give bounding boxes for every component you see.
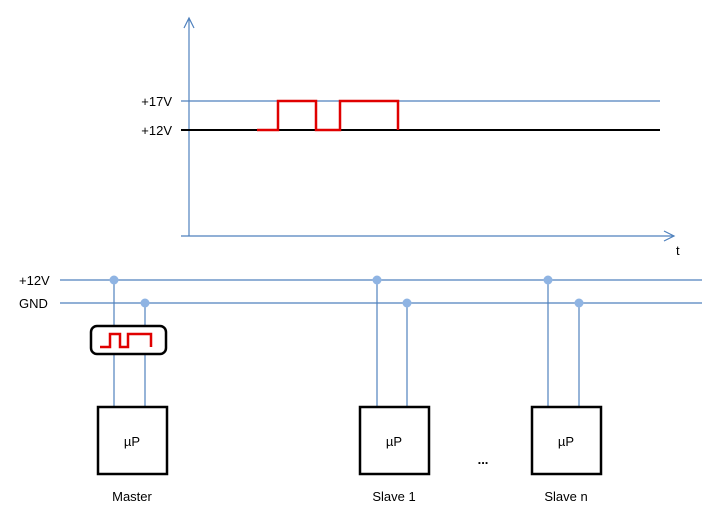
- slave-n-node: µP Slave n: [530, 275, 603, 504]
- master-node: µP Master: [89, 275, 169, 504]
- slave-n-chip-label: µP: [558, 434, 574, 449]
- master-name: Master: [112, 489, 152, 504]
- master-ground-dot: [140, 298, 150, 308]
- graph-y-axis-arrow: [183, 16, 195, 29]
- slave-1-chip-label: µP: [386, 434, 402, 449]
- bus-lines: +12V GND: [19, 273, 702, 311]
- slave-1-supply-dot: [372, 275, 382, 285]
- slave-1-node: µP Slave 1: [358, 275, 431, 504]
- slave-1-chip: [358, 405, 431, 476]
- slave-1-name: Slave 1: [372, 489, 415, 504]
- time-axis-label: t: [676, 243, 680, 258]
- level-low-label: +12V: [141, 123, 172, 138]
- level-high-label: +17V: [141, 94, 172, 109]
- master-chip: [96, 405, 169, 476]
- slave-ellipsis: ...: [478, 452, 489, 467]
- slave-n-ground-dot: [574, 298, 584, 308]
- signal-waveform: [257, 99, 400, 132]
- ground-label: GND: [19, 296, 48, 311]
- slave-1-ground-dot: [402, 298, 412, 308]
- master-chip-label: µP: [124, 434, 140, 449]
- slave-n-supply-dot: [543, 275, 553, 285]
- supply-label: +12V: [19, 273, 50, 288]
- modulator-waveform-icon: [100, 332, 153, 349]
- timing-graph: +17V +12V t: [141, 16, 680, 258]
- slave-n-chip: [530, 405, 603, 476]
- graph-x-axis-arrow: [663, 230, 676, 242]
- master-supply-dot: [109, 275, 119, 285]
- slave-n-name: Slave n: [544, 489, 587, 504]
